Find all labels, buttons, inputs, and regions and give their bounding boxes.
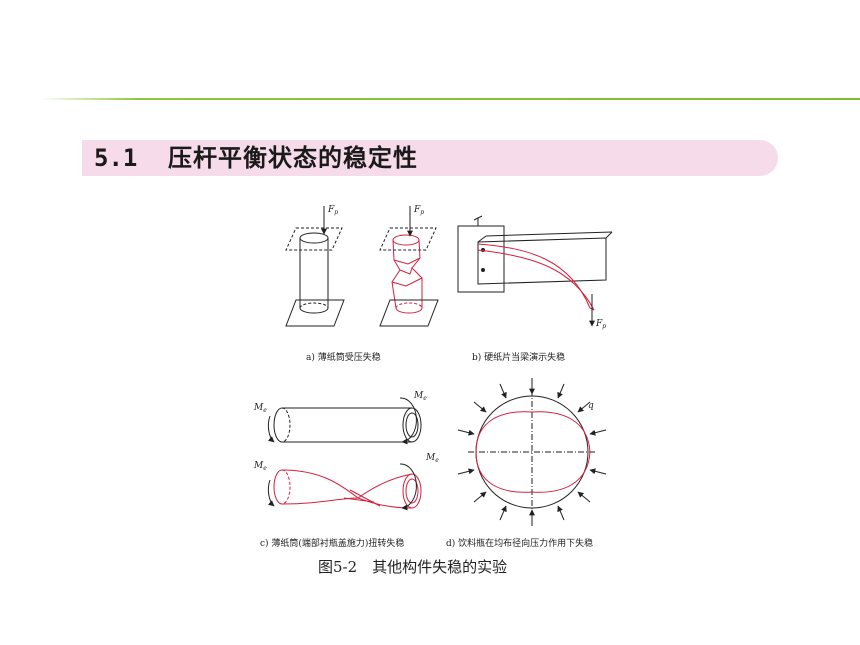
experiment-illustrations: Fp Fp	[253, 205, 613, 526]
me-label-c4: Me	[425, 453, 439, 464]
me-label-c1: Me	[253, 403, 267, 414]
torsion-tube-straight	[267, 397, 422, 445]
header-divider-line	[40, 98, 860, 100]
fp-label-b: Fp	[595, 319, 606, 330]
subcaption-a: a) 薄纸筒受压失稳	[306, 353, 381, 363]
fp-label-a2: Fp	[413, 205, 424, 216]
figure-caption: 图5-2 其他构件失稳的实验	[318, 558, 508, 576]
cardboard-cantilever	[457, 215, 613, 327]
torsion-tube-twisted	[267, 463, 422, 511]
figure-5-2: Fp Fp	[240, 198, 630, 558]
section-number: 5.1	[94, 144, 138, 172]
subcaption-c: c) 薄纸筒(端部衬瓶盖施力)扭转失稳	[260, 539, 405, 549]
me-label-c3: Me	[253, 461, 267, 472]
tube-buckled	[379, 206, 439, 327]
q-label: q	[588, 401, 594, 411]
subcaption-b: b) 硬纸片当梁演示失稳	[472, 353, 566, 363]
section-title-band	[82, 140, 778, 176]
me-label-c2: Me	[413, 391, 427, 402]
section-title: 压杆平衡状态的稳定性	[168, 144, 418, 172]
tube-straight	[285, 206, 345, 327]
fp-label-a: Fp	[327, 205, 338, 216]
bottle-cross-section	[457, 378, 607, 526]
subcaption-d: d) 饮料瓶在均布径向压力作用下失稳	[446, 539, 594, 549]
